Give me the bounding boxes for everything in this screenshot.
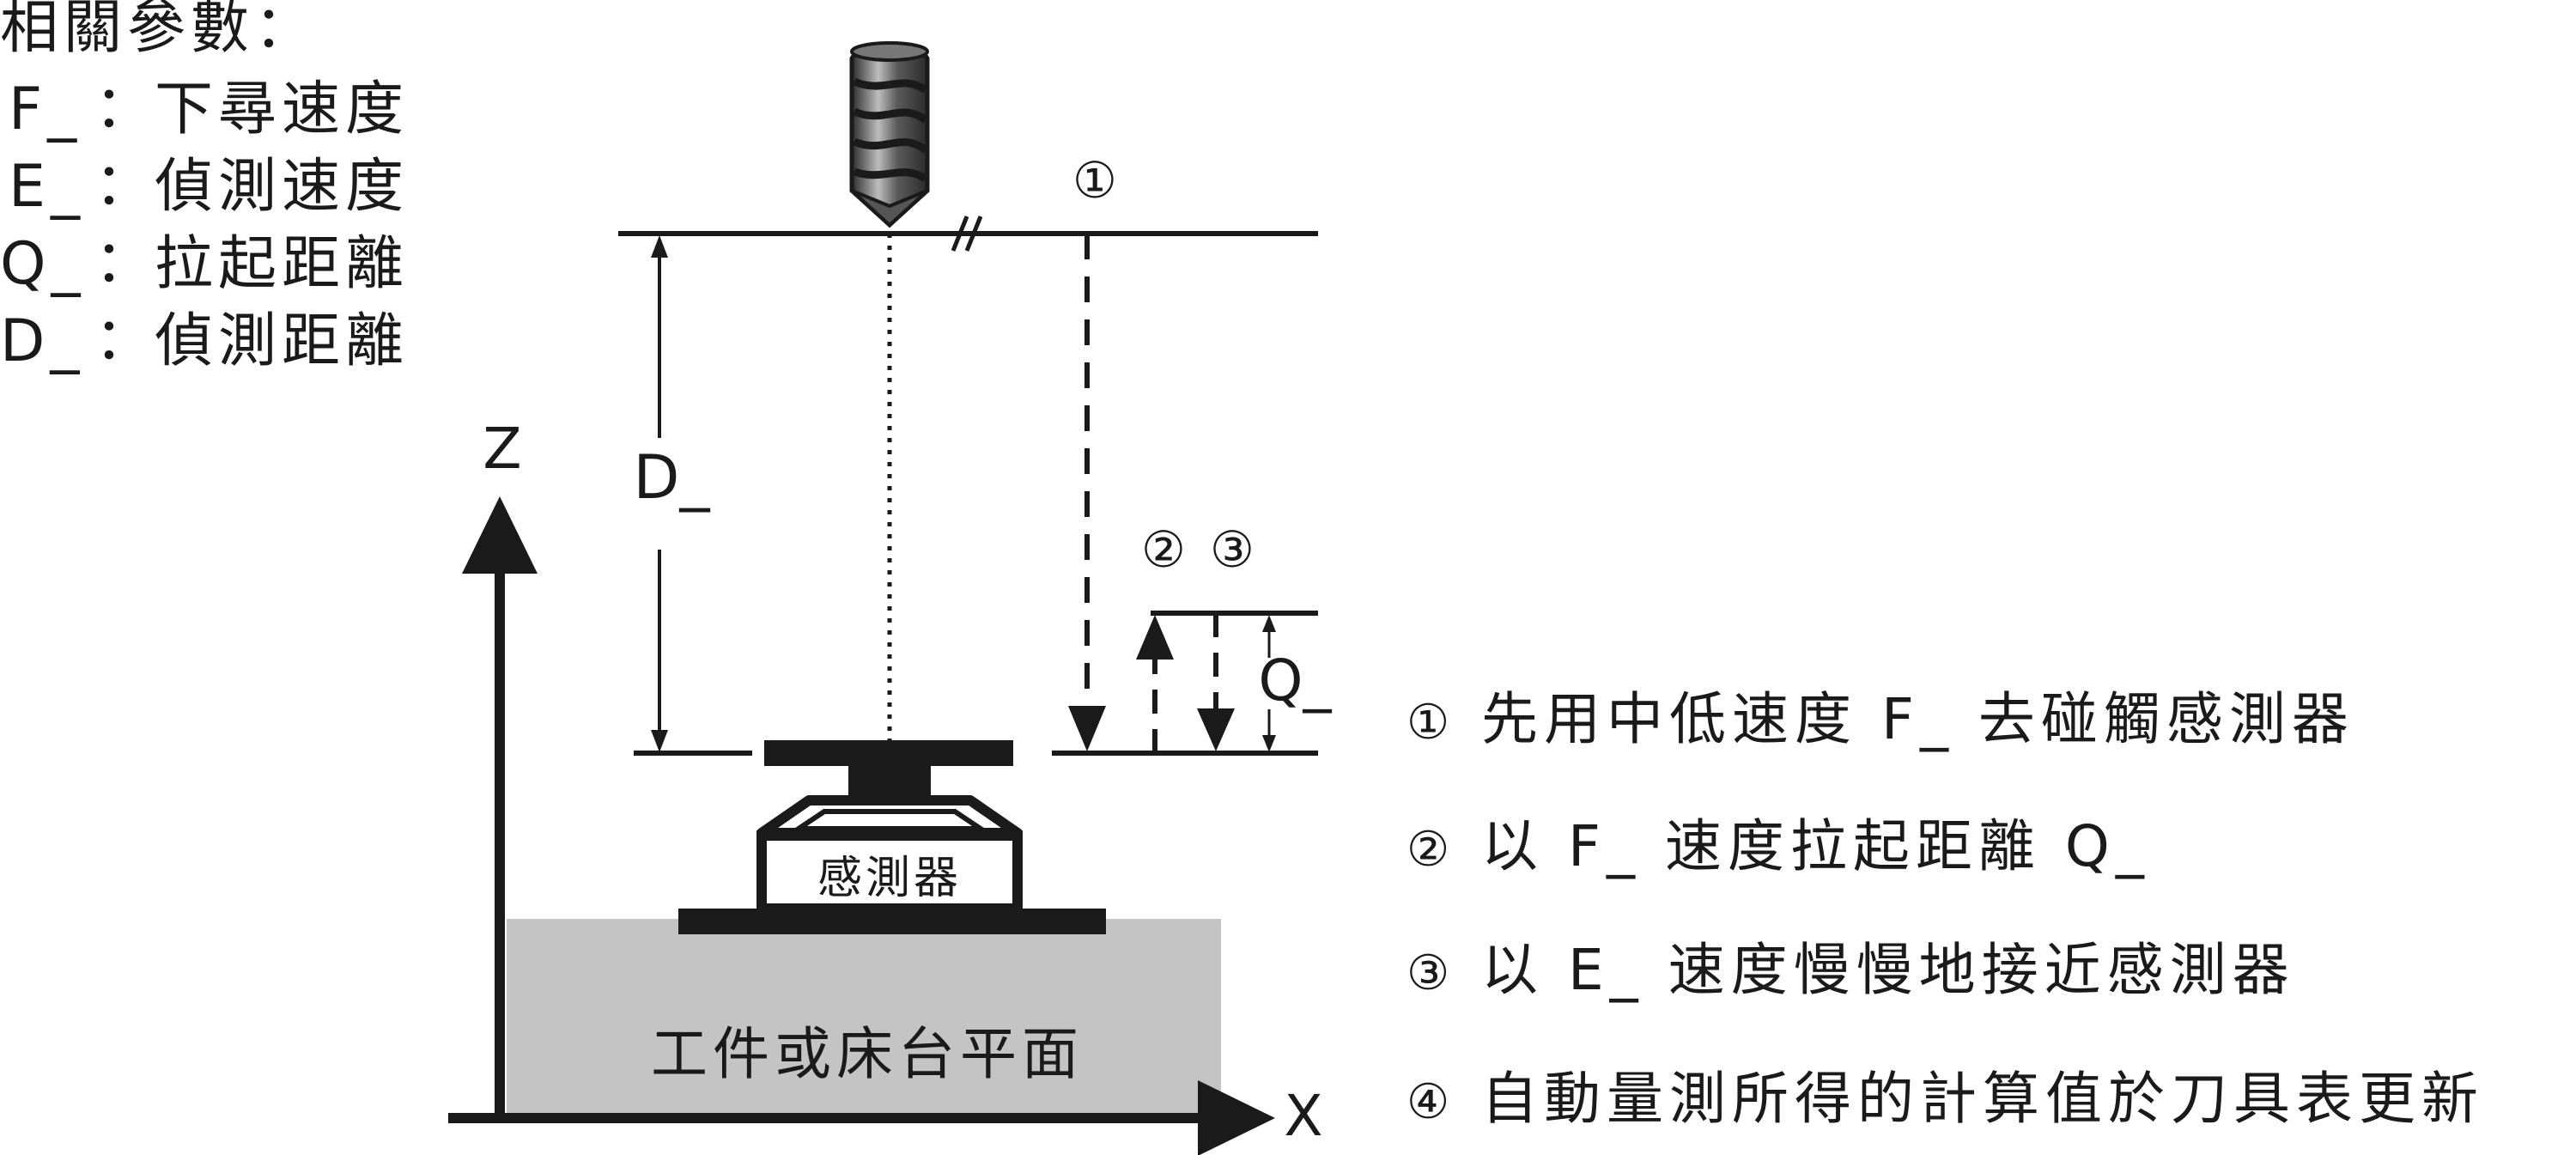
- sensor-dome: [756, 795, 1023, 838]
- sensor-dome-inner: [790, 809, 989, 831]
- q-arrow-down: [1262, 735, 1276, 752]
- z-axis-arrow: [462, 496, 538, 574]
- x-axis-arrow: [1198, 1080, 1275, 1155]
- param-desc: 偵測距離: [155, 307, 409, 375]
- step-list: ① 先用中低速度 F_ 去碰觸感測器 ② 以 F_ 速度拉起距離 Q_ ③ 以 …: [1406, 686, 2484, 1132]
- step-number: ④: [1406, 1074, 1455, 1130]
- workpiece-label: 工件或床台平面: [651, 1021, 1084, 1087]
- param-separator: ：: [94, 151, 158, 219]
- d-label: D_: [634, 442, 711, 513]
- step2-arrow-head: [1136, 615, 1174, 660]
- step-item-1: ① 先用中低速度 F_ 去碰觸感測器: [1406, 686, 2354, 752]
- step-text: 以 F_ 速度拉起距離 Q_: [1481, 813, 2150, 879]
- q-dimension: [1262, 615, 1276, 752]
- param-code: E_: [9, 153, 85, 221]
- param-code: F_: [9, 76, 82, 143]
- param-code: D_: [0, 307, 84, 375]
- d-arrow-up: [651, 235, 668, 258]
- step-text: 以 E_ 速度慢慢地接近感測器: [1481, 937, 2295, 1003]
- step-number: ②: [1406, 822, 1455, 878]
- tool-tip: [850, 189, 929, 228]
- step-text: 先用中低速度 F_ 去碰觸感測器: [1481, 686, 2354, 752]
- param-desc: 下尋速度: [155, 76, 409, 143]
- step-item-2: ② 以 F_ 速度拉起距離 Q_: [1406, 813, 2150, 879]
- z-axis-label: Z: [483, 416, 521, 482]
- workpiece-surface: [507, 919, 1221, 1116]
- q-arrow-up: [1262, 615, 1276, 632]
- step3-arrow-head: [1197, 708, 1235, 751]
- end-mill-tool: [849, 41, 930, 228]
- param-row-d: D_ ： 偵測距離: [0, 306, 409, 375]
- step-text: 自動量測所得的計算值於刀具表更新: [1481, 1066, 2484, 1132]
- axes: [448, 496, 1275, 1155]
- step3-marker: ③: [1210, 520, 1255, 579]
- param-separator: ：: [94, 74, 158, 142]
- step-number: ①: [1406, 695, 1455, 751]
- q-label: Q_: [1259, 647, 1333, 714]
- param-row-q: Q_ ： 拉起距離: [0, 228, 409, 298]
- line-break-mark: [964, 216, 983, 252]
- sensor-top-plate: [764, 740, 1013, 766]
- d-dimension: [651, 235, 668, 752]
- param-separator: ：: [94, 228, 158, 296]
- step1-arrow-head: [1068, 706, 1106, 751]
- param-desc: 拉起距離: [155, 230, 409, 298]
- sensor-stem: [848, 763, 931, 802]
- d-arrow-down: [651, 730, 668, 752]
- param-desc: 偵測速度: [155, 153, 409, 221]
- step-number: ③: [1406, 945, 1455, 1001]
- param-row-f: F_ ： 下尋速度: [9, 74, 409, 143]
- param-separator: ：: [94, 306, 158, 374]
- params-title: 相關參數：: [0, 0, 318, 62]
- sensor-label: 感測器: [817, 853, 962, 904]
- step-item-4: ④ 自動量測所得的計算值於刀具表更新: [1406, 1066, 2484, 1132]
- tool-flutes: [853, 77, 928, 182]
- step-item-3: ③ 以 E_ 速度慢慢地接近感測器: [1406, 937, 2295, 1003]
- step1-marker: ①: [1072, 151, 1117, 210]
- param-row-e: E_ ： 偵測速度: [9, 151, 409, 221]
- parameter-legend: 相關參數： F_ ： 下尋速度 E_ ： 偵測速度 Q_ ： 拉起距離 D_ ：…: [0, 0, 409, 375]
- param-code: Q_: [0, 230, 86, 298]
- x-axis-label: X: [1284, 1083, 1322, 1149]
- line-break-mark: [951, 216, 969, 252]
- tool-shank-top: [850, 41, 929, 62]
- step2-marker: ②: [1141, 520, 1186, 579]
